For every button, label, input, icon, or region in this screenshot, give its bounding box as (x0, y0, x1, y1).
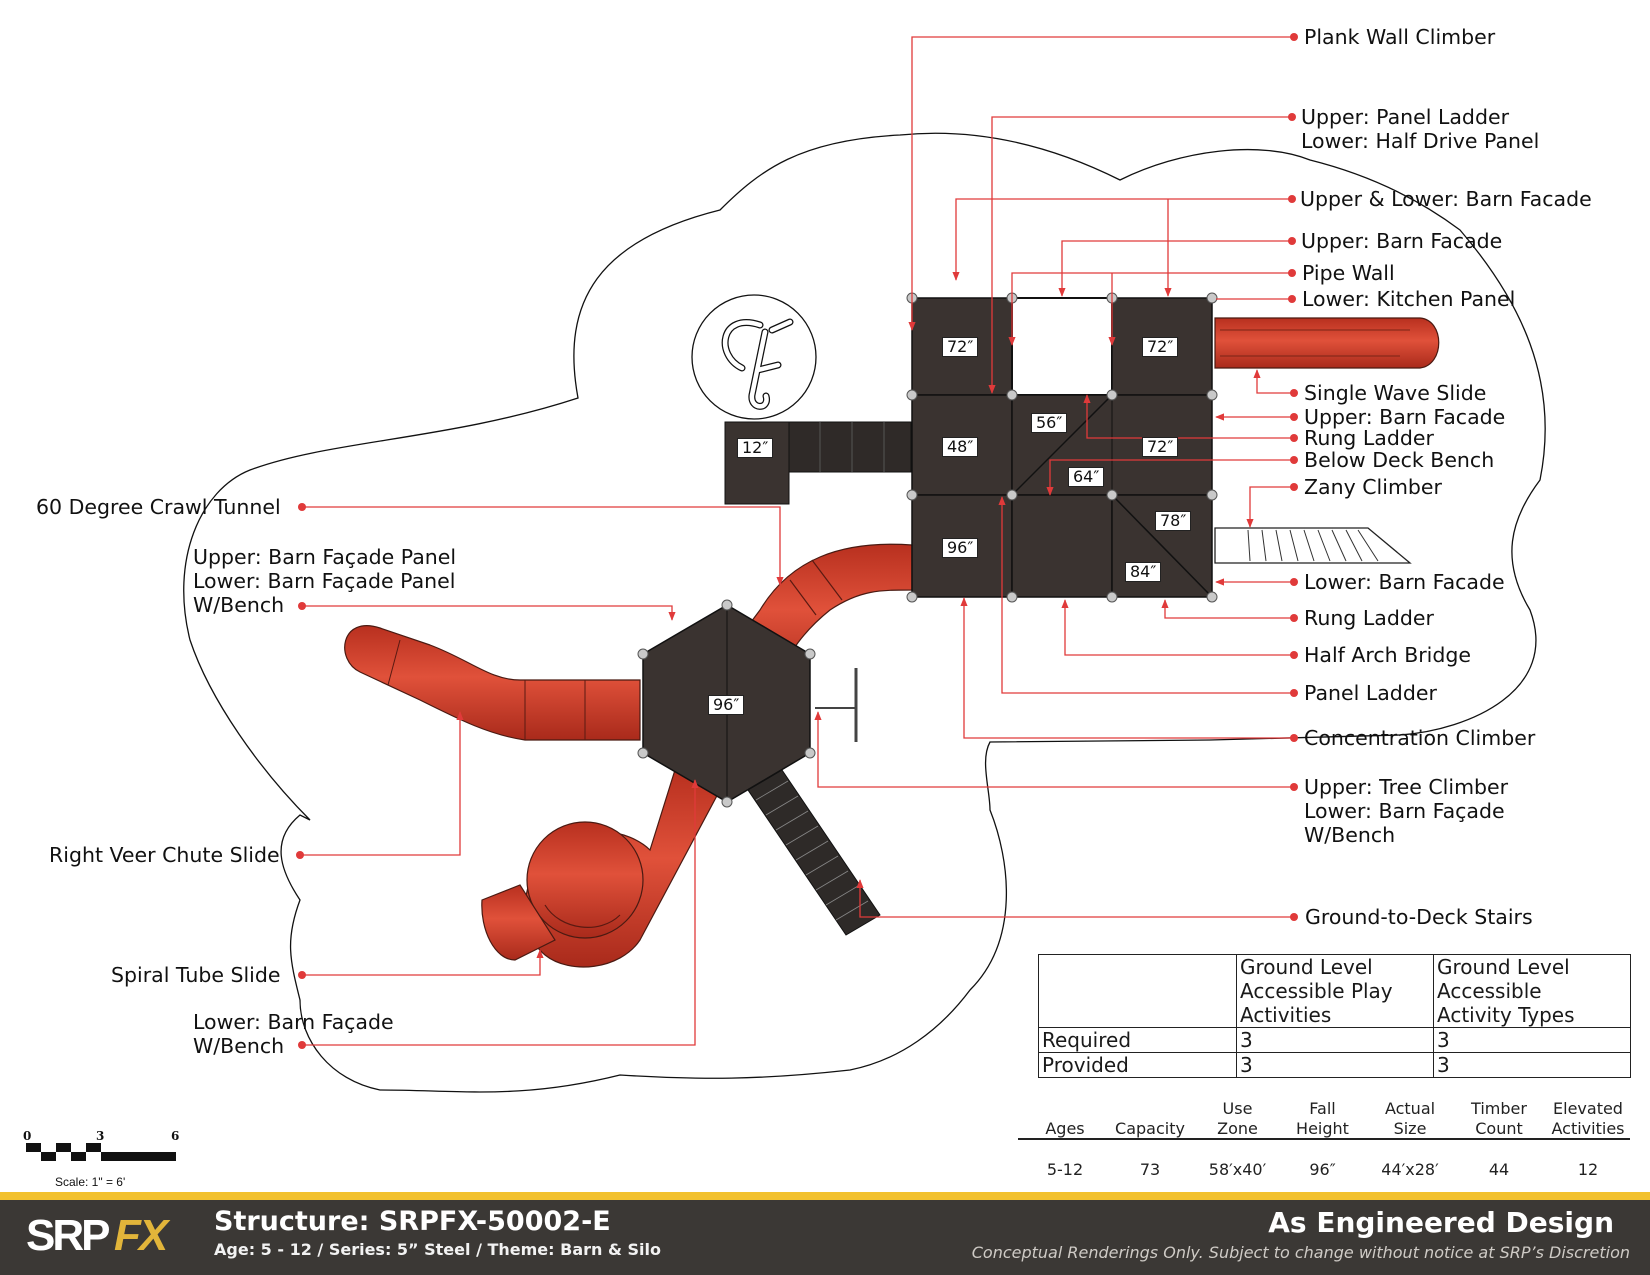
callout-zany-climber: Zany Climber (1304, 475, 1442, 499)
callout-rung-ladder: Rung Ladder (1304, 426, 1434, 450)
deck-height-label: 64″ (1068, 467, 1105, 487)
structure-title: Structure: SRPFX-50002-E (214, 1206, 611, 1237)
spec-value-actual-size: 44′x28′ (1381, 1160, 1439, 1179)
callout-lower-barn-facade: Lower: Barn Facade (1304, 570, 1505, 594)
srpfx-logo: SRP FX (26, 1207, 186, 1265)
callout-plank-wall-climber: Plank Wall Climber (1304, 25, 1496, 49)
callout-crawl-tunnel: 60 Degree Crawl Tunnel (36, 495, 281, 519)
ground-to-deck-stairs (747, 769, 881, 936)
use-zone-outline (183, 132, 1546, 1093)
deck-height-label: 96″ (942, 538, 979, 558)
spec-value-fall-height: 96″ (1309, 1160, 1336, 1179)
scale-caption: Scale: 1" = 6' (55, 1175, 126, 1189)
callout-upper-barn-facade: Upper: Barn Facade (1301, 229, 1503, 253)
callout-panel-ladder: Panel Ladder (1304, 681, 1437, 705)
spiral-tube-slide (481, 769, 721, 968)
scale-tick-0: 0 (23, 1129, 32, 1143)
callout-lower-kitchen-panel: Lower: Kitchen Panel (1302, 287, 1516, 311)
spec-value-elevated-activities: 12 (1577, 1160, 1599, 1179)
half-arch-bridge-left (724, 421, 912, 505)
deck-height-label: 48″ (942, 437, 979, 457)
callout-pipe-wall: Pipe Wall (1302, 261, 1395, 285)
spec-label-capacity: Capacity (1115, 1119, 1185, 1138)
callout-concentration-climber: Concentration Climber (1304, 726, 1536, 750)
table-row: Provided 3 3 (1038, 1052, 1631, 1078)
callout-leaders (302, 36, 1292, 1046)
table-row: Required 3 3 (1038, 1027, 1631, 1053)
callout-dots (296, 33, 1298, 1049)
callout-upper-barn-facade-2: Upper: Barn Facade (1304, 405, 1506, 429)
deck-height-label: 84″ (1125, 562, 1162, 582)
callout-single-wave-slide: Single Wave Slide (1304, 381, 1487, 405)
callout-rung-ladder-2: Rung Ladder (1304, 606, 1434, 630)
deck-height-label: 72″ (1142, 337, 1179, 357)
callout-spiral-tube-slide: Spiral Tube Slide (111, 963, 281, 987)
deck-height-label: 72″ (942, 337, 979, 357)
spec-value-use-zone: 58′x40′ (1208, 1160, 1267, 1179)
specs-divider (1018, 1138, 1630, 1140)
table-header-empty (1038, 954, 1237, 1028)
scale-bar (26, 1143, 176, 1161)
deck-height-label: 78″ (1155, 511, 1192, 531)
callout-right-veer-chute-slide: Right Veer Chute Slide (49, 843, 280, 867)
footer-accent-stripe (0, 1192, 1650, 1200)
row-label: Provided (1038, 1052, 1237, 1078)
logo-srp: SRP (26, 1211, 111, 1260)
callout-upper-lower-barn-facade: Upper & Lower: Barn Facade (1300, 187, 1592, 211)
deck-height-label: 72″ (1142, 437, 1179, 457)
disclaimer: Conceptual Renderings Only. Subject to c… (971, 1243, 1630, 1262)
row-play-value: 3 (1236, 1027, 1434, 1053)
spec-value-timber-count: 44 (1488, 1160, 1510, 1179)
structure-subtitle: Age: 5 - 12 / Series: 5” Steel / Theme: … (214, 1240, 661, 1259)
scale-tick-6: 6 (171, 1129, 180, 1143)
design-title: As Engineered Design (1268, 1206, 1614, 1239)
main-deck-structure (906, 292, 1218, 603)
row-types-value: 3 (1433, 1027, 1631, 1053)
accessibility-symbol (691, 294, 817, 420)
logo-fx: FX (114, 1211, 168, 1260)
footer-bar (0, 1200, 1650, 1275)
spec-value-capacity: 73 (1139, 1160, 1161, 1179)
row-play-value: 3 (1236, 1052, 1434, 1078)
deck-height-label: 12″ (737, 438, 774, 458)
right-veer-chute-slide (344, 625, 641, 741)
callout-half-arch-bridge: Half Arch Bridge (1304, 643, 1472, 667)
callout-below-deck-bench: Below Deck Bench (1304, 448, 1495, 472)
spec-value-ages: 5-12 (1046, 1160, 1084, 1179)
single-wave-slide (1214, 317, 1440, 369)
tree-climber (815, 668, 858, 742)
deck-height-label: 96″ (708, 695, 745, 715)
deck-height-label: 56″ (1031, 413, 1068, 433)
row-label: Required (1038, 1027, 1237, 1053)
spec-label-ages: Ages (1045, 1119, 1085, 1138)
scale-tick-3: 3 (96, 1129, 105, 1143)
callout-ground-to-deck-stairs: Ground-to-Deck Stairs (1305, 905, 1533, 929)
row-types-value: 3 (1433, 1052, 1631, 1078)
zany-climber (1214, 527, 1412, 564)
